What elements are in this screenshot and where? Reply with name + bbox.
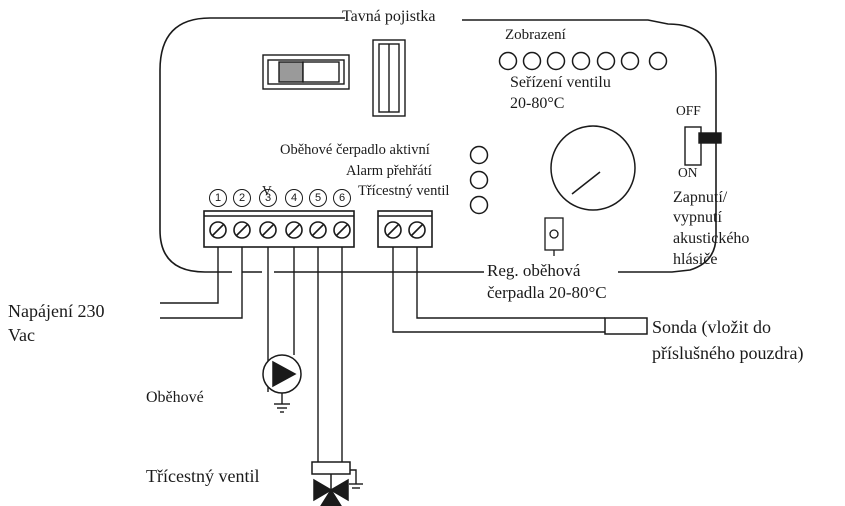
fuse-label: Tavná pojistka bbox=[342, 8, 436, 25]
display-label: Zobrazení bbox=[505, 27, 566, 43]
pump-regulator-label-line1: Reg. oběhová bbox=[487, 261, 581, 280]
probe-sensor bbox=[604, 317, 648, 335]
display-led bbox=[648, 51, 668, 71]
pump-regulator-label-line2: čerpadla 20-80°C bbox=[487, 283, 607, 302]
switch-desc-line1: Zapnutí/ bbox=[673, 189, 728, 206]
terminal-number: 4 bbox=[285, 189, 303, 207]
display-led bbox=[620, 51, 640, 71]
terminal-number: 3 bbox=[259, 189, 277, 207]
three-way-valve-label: Třícestný ventil bbox=[146, 466, 260, 486]
pump-active-label: Oběhové čerpadlo aktivní bbox=[280, 142, 430, 158]
v-mark: V bbox=[262, 183, 272, 198]
display-led bbox=[571, 51, 591, 71]
wiring bbox=[160, 247, 605, 462]
on-label: ON bbox=[678, 165, 698, 180]
overheat-alarm-led bbox=[469, 170, 489, 190]
three-way-valve-led bbox=[469, 195, 489, 215]
terminal-number: 1 bbox=[209, 189, 227, 207]
power-label-line1: Napájení 230 bbox=[8, 301, 105, 321]
switch-desc-line4: hlásiče bbox=[673, 251, 718, 268]
three-way-valve-icon bbox=[311, 461, 351, 506]
fuse-icon bbox=[372, 39, 406, 117]
pump-active-led bbox=[469, 145, 489, 165]
terminal-block-main bbox=[203, 210, 355, 248]
switch-desc-line2: vypnutí bbox=[673, 209, 722, 226]
three-way-valve-led-label: Třícestný ventil bbox=[358, 183, 450, 199]
valve-range-label: 20-80°C bbox=[510, 95, 565, 112]
pump-label: Oběhové bbox=[146, 389, 204, 406]
terminal-number: 6 bbox=[333, 189, 351, 207]
off-label: OFF bbox=[676, 103, 701, 118]
pump-icon bbox=[262, 354, 302, 394]
pump-regulator-pot bbox=[544, 217, 564, 256]
terminal-number: 5 bbox=[309, 189, 327, 207]
toggle-switch-icon bbox=[684, 126, 722, 166]
power-label-line2: Vac bbox=[8, 325, 35, 345]
dial-icon bbox=[550, 125, 636, 211]
display-leds bbox=[498, 51, 668, 71]
display-led bbox=[522, 51, 542, 71]
terminal-number: 2 bbox=[233, 189, 251, 207]
display-led bbox=[498, 51, 518, 71]
overheat-alarm-label: Alarm přehřátí bbox=[346, 163, 432, 179]
switch-desc-line3: akustického bbox=[673, 230, 750, 247]
enclosure-outline bbox=[159, 17, 717, 273]
probe-label-line2: příslušného pouzdra) bbox=[652, 343, 804, 363]
probe-label-line1: Sonda (vložit do bbox=[652, 317, 771, 337]
ground-icon bbox=[274, 393, 290, 413]
ground-icon bbox=[349, 469, 363, 489]
display-led bbox=[546, 51, 566, 71]
slide-switch bbox=[262, 54, 350, 90]
display-led bbox=[596, 51, 616, 71]
valve-setting-label: Seřízení ventilu bbox=[510, 74, 611, 91]
terminal-block-probe bbox=[377, 210, 433, 248]
